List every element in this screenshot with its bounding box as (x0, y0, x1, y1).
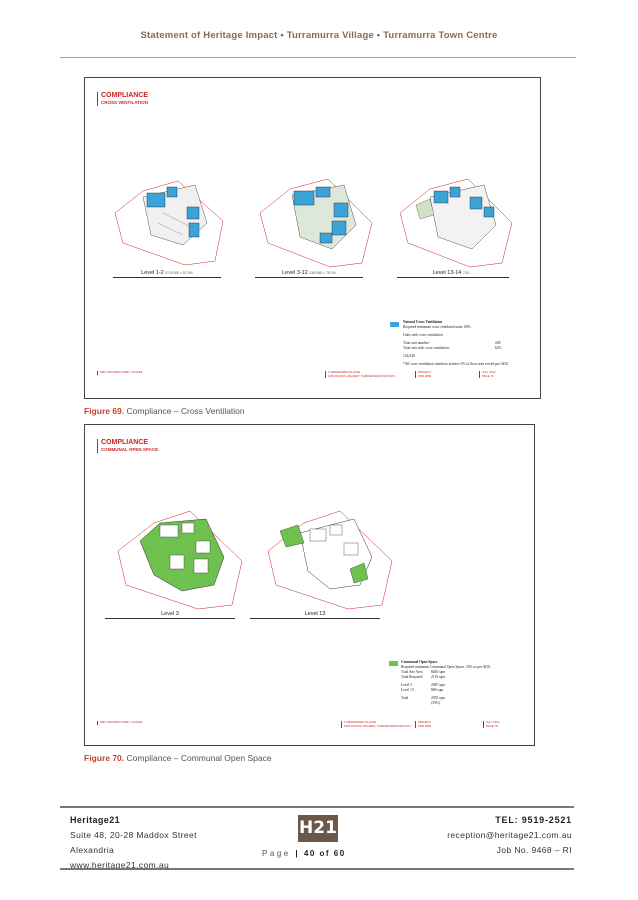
footer-project-no: PROJECT 1600 0066 (415, 720, 431, 728)
job-number: Job No. 9468 – RI (496, 845, 572, 855)
footer-project-no: PROJECT 1600 0066 (415, 370, 431, 378)
legend-swatch-green (389, 661, 398, 666)
company-email: reception@heritage21.com.au (447, 830, 572, 840)
footer-date: JULY 2014 PAGE 78 (483, 720, 500, 728)
footer-architect: SMO ARCHITECTURE | TOOLES (97, 720, 142, 725)
level-13-14-label: Level 13-14 7/11 ... (397, 270, 509, 278)
footer-rule-top (60, 806, 574, 808)
footer-project: TURRAMURRA VILLAGE 1260 PACIFIC HIGHWAY,… (325, 370, 395, 378)
heading-sub: COMMUNAL OPEN SPACE (101, 447, 159, 452)
figure-heading: COMPLIANCE COMMUNAL OPEN SPACE (97, 439, 158, 453)
footer-right: TEL: 9519-2521 reception@heritage21.com.… (447, 813, 572, 858)
plan-level-3-12 (259, 178, 373, 268)
level-13-label: Level 13 (250, 611, 380, 619)
page-number: Page | 40 of 60 (262, 849, 346, 858)
plan-level-13 (267, 510, 393, 610)
plan-level-13-14 (399, 178, 513, 268)
caption-figure-69: Figure 69. Compliance – Cross Ventilatio… (84, 406, 245, 416)
legend-cross-ventilation: Natural Cross Ventilation Required minim… (403, 320, 509, 366)
company-address-2: Alexandria (70, 845, 115, 855)
company-address-1: Suite 48, 20-28 Maddox Street (70, 830, 197, 840)
level-3-label: Level 3 (105, 611, 235, 619)
heading-compliance: COMPLIANCE (101, 92, 149, 99)
footer-rule-bottom (60, 868, 574, 870)
figure-communal-open-space: COMPLIANCE COMMUNAL OPEN SPACE Level 3 L… (84, 424, 535, 746)
company-website: www.heritage21.com.au (70, 860, 170, 870)
footer-architect: SMO ARCHITECTURE | TOOLES (97, 370, 142, 375)
legend-communal-open-space: Communal Open Space Required minimum Com… (401, 660, 491, 705)
footer-left: Heritage21 Suite 48, 20-28 Maddox Street… (70, 813, 197, 873)
heading-sub: CROSS VENTILATION (101, 100, 148, 105)
figure-cross-ventilation: COMPLIANCE CROSS VENTILATION Level 1-2 5… (84, 77, 541, 399)
footer-project: TURRAMURRA VILLAGE 1260 PACIFIC HIGHWAY,… (341, 720, 411, 728)
plan-level-1-2 (114, 180, 224, 266)
company-name: Heritage21 (70, 815, 121, 825)
heritage21-logo: H21 (298, 815, 338, 842)
caption-figure-70: Figure 70. Compliance – Communal Open Sp… (84, 753, 272, 763)
level-1-2-label: Level 1-2 57.0/100 = 57.0% (113, 270, 221, 278)
figure-heading: COMPLIANCE CROSS VENTILATION (97, 92, 148, 106)
heading-compliance: COMPLIANCE (101, 439, 149, 446)
footer-date: JULY 2014 PAGE 76 (479, 370, 496, 378)
legend-swatch-blue (390, 322, 399, 327)
header-rule (60, 57, 576, 58)
company-tel: TEL: 9519-2521 (495, 815, 572, 825)
page-header: Statement of Heritage Impact • Turramurr… (140, 30, 498, 41)
level-3-12-label: Level 3-12 139/185 = 75.1% (255, 270, 363, 278)
plan-level-3 (117, 510, 243, 610)
